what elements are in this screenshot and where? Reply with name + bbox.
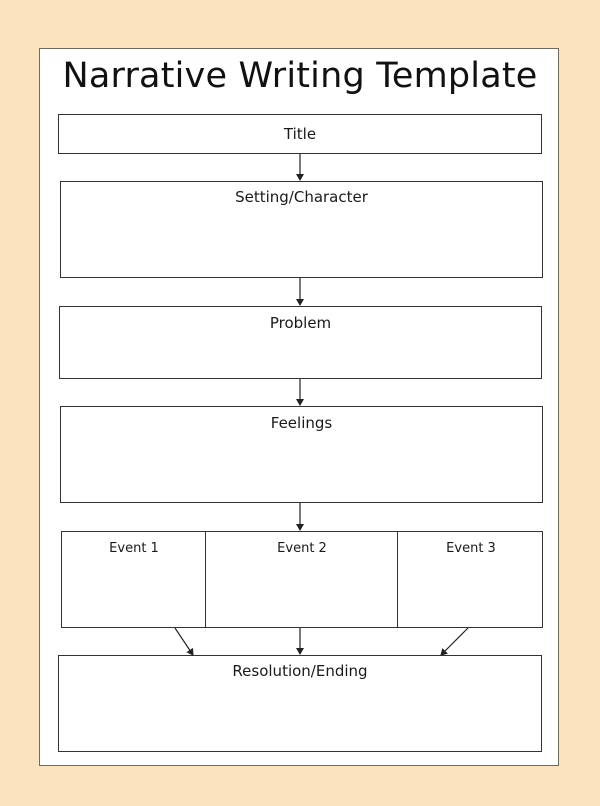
event-divider bbox=[205, 532, 206, 627]
page-title: Narrative Writing Template bbox=[62, 56, 538, 96]
setting-character-label: Setting/Character bbox=[235, 188, 368, 206]
event-1-cell[interactable]: Event 1 bbox=[62, 532, 206, 627]
event-1-label: Event 1 bbox=[109, 541, 159, 556]
title-box-label: Title bbox=[283, 125, 317, 143]
feelings-box[interactable]: Feelings bbox=[60, 406, 543, 503]
event-2-cell[interactable]: Event 2 bbox=[206, 532, 398, 627]
feelings-label: Feelings bbox=[270, 414, 333, 432]
event-2-label: Event 2 bbox=[277, 541, 327, 556]
setting-character-box[interactable]: Setting/Character bbox=[60, 181, 543, 278]
resolution-ending-label: Resolution/Ending bbox=[232, 662, 368, 680]
problem-box[interactable]: Problem bbox=[59, 306, 542, 379]
event-3-cell[interactable]: Event 3 bbox=[398, 532, 544, 627]
title-box[interactable]: Title bbox=[58, 114, 542, 154]
resolution-ending-box[interactable]: Resolution/Ending bbox=[58, 655, 542, 752]
event-3-label: Event 3 bbox=[446, 541, 496, 556]
problem-label: Problem bbox=[269, 314, 332, 332]
event-divider bbox=[397, 532, 398, 627]
events-row: Event 1 Event 2 Event 3 bbox=[61, 531, 543, 628]
